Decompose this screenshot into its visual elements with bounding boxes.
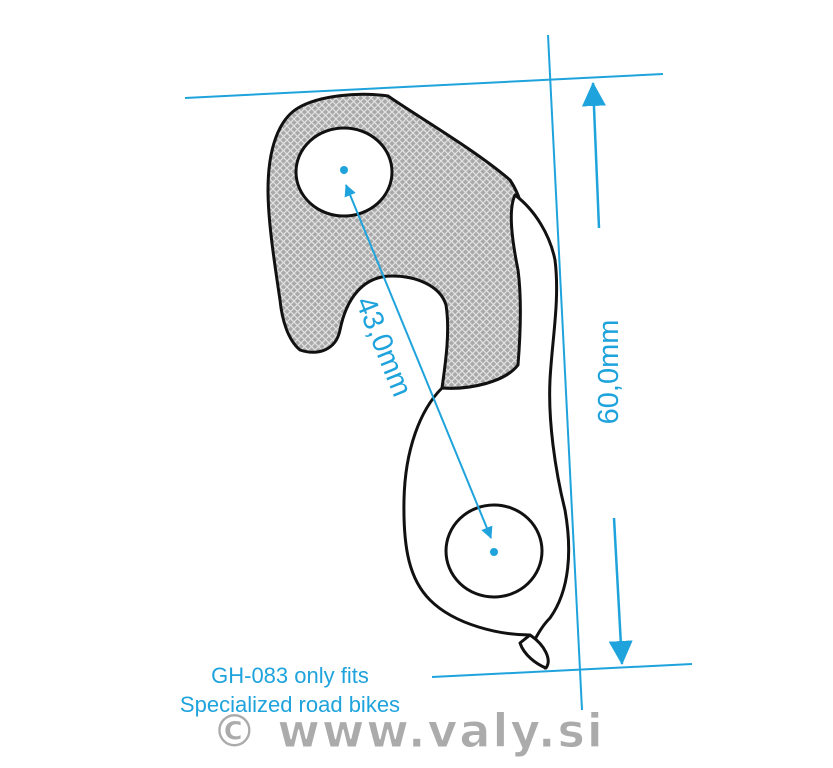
upper-hole-center <box>340 166 348 174</box>
height-label: 60,0mm <box>593 320 625 425</box>
height-arrow-bottom <box>608 517 633 665</box>
caption-line-1: GH-083 only fits <box>211 663 369 688</box>
hanger-tip <box>518 633 550 670</box>
hole-distance-line <box>344 184 493 539</box>
vertical-reference-line <box>547 34 583 711</box>
hole-distance-label: 43,0mm <box>349 292 418 401</box>
height-arrow-top <box>581 82 606 229</box>
watermark-text: © www.valy.si <box>211 704 604 758</box>
caption-line-2: Specialized road bikes <box>180 692 400 717</box>
bottom-extension-line <box>431 663 693 678</box>
top-extension-line <box>184 73 664 99</box>
lower-hole-center <box>490 548 498 556</box>
